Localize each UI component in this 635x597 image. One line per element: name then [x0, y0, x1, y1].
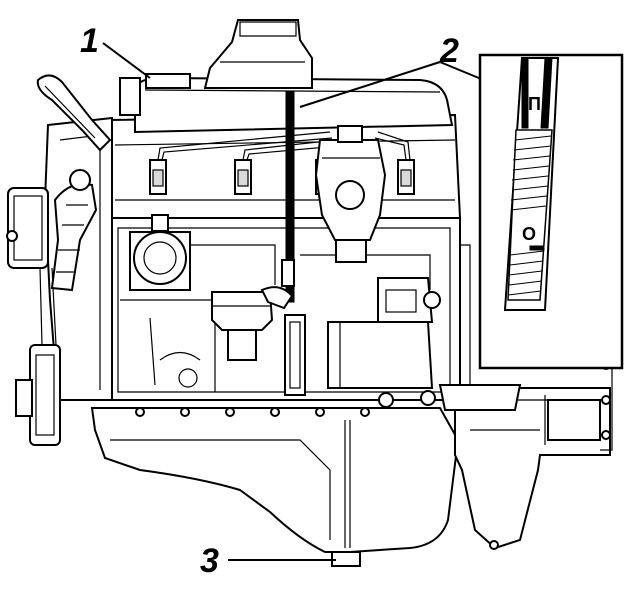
- callout-2: 2: [439, 32, 459, 70]
- starter-motor: [327, 277, 441, 389]
- callout-1: 1: [80, 22, 99, 60]
- callout-3: 3: [200, 542, 219, 580]
- timing-mark-lower: О: [522, 224, 536, 244]
- oil-pan: [90, 407, 460, 567]
- engine-mount: [438, 244, 522, 411]
- oil-filler: [203, 19, 313, 89]
- timing-inset: П О: [478, 53, 624, 370]
- timing-pointer: [281, 91, 295, 303]
- bellhousing: [454, 354, 613, 550]
- distributor: [314, 125, 387, 263]
- pulleys: [6, 187, 61, 446]
- oil-filter: [284, 314, 306, 396]
- timing-mark-upper: П: [528, 94, 541, 114]
- carburetor: [129, 214, 276, 291]
- scale-hatching: [507, 135, 552, 296]
- pan-bolts: [135, 390, 436, 417]
- ignition-wires: [157, 131, 411, 161]
- lower-hose: [50, 169, 98, 292]
- upper-hose: [36, 74, 141, 152]
- fuel-pump: [211, 286, 294, 361]
